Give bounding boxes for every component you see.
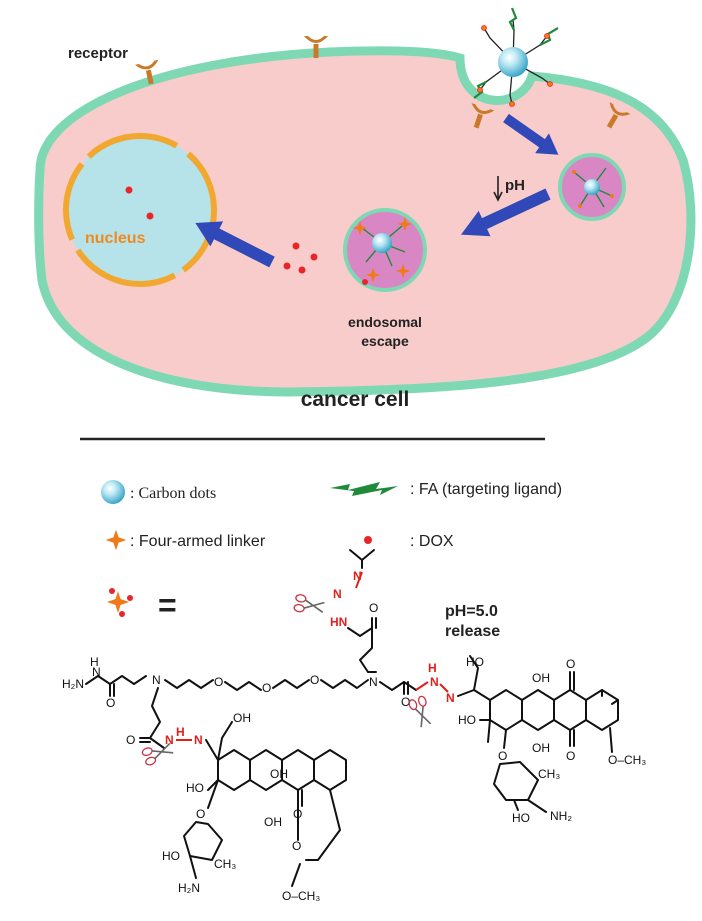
atom-oh: OH (532, 671, 550, 685)
atom-h: H (428, 661, 437, 675)
ph-label: pH (505, 177, 525, 194)
atom-oh: OH (233, 711, 251, 725)
atom-oh: OH (264, 815, 282, 829)
nucleus: nucleus (63, 133, 217, 287)
atom-o: O (566, 657, 575, 671)
atom-ch3: CH₃ (538, 767, 560, 781)
atom-h: H (176, 725, 185, 739)
atom-o: O (126, 733, 135, 747)
legend: : Carbon dots : FA (targeting ligand) : … (101, 480, 562, 551)
atom-h2n: H₂N (62, 677, 84, 691)
dox-icon (364, 536, 372, 544)
dox-dot (125, 186, 133, 194)
dox-dot (146, 212, 154, 220)
receptor-icon (304, 36, 328, 58)
atom-o: O (401, 695, 410, 709)
release-label: release (445, 623, 500, 640)
atom-o: O (310, 673, 319, 687)
atom-och3: O–CH₃ (608, 753, 646, 767)
receptor-icon (134, 59, 159, 85)
atom-n: N (353, 569, 362, 583)
atom-o: O (262, 681, 271, 695)
receptor-icon (471, 103, 495, 129)
endosome-large (343, 208, 427, 292)
atom-o: O (106, 696, 115, 710)
linker-with-dox-icon (107, 588, 133, 617)
atom-o: O (369, 601, 378, 615)
receptor-icon (606, 102, 631, 129)
legend-linker: : Four-armed linker (130, 533, 266, 550)
arrow-icon (460, 188, 551, 237)
atom-n: N (152, 673, 161, 687)
legend-carbon-dots: : Carbon dots (130, 485, 216, 502)
receptor-icons (134, 36, 631, 129)
atom-h2n: H₂N (178, 881, 200, 895)
released-dox (283, 242, 318, 274)
atom-ho: HO (512, 811, 530, 825)
atom-o: O (498, 749, 507, 763)
endosomal-label: endosomal (348, 314, 422, 330)
carbon-dot-icon (584, 179, 600, 195)
transport-arrows (195, 113, 559, 268)
atom-n: N (446, 691, 455, 705)
legend-fa: : FA (targeting ligand) (410, 481, 562, 498)
endosome-small (558, 153, 626, 221)
atom-o: O (196, 807, 205, 821)
nucleus-label: nucleus (85, 230, 146, 247)
atom-n: N (165, 733, 174, 747)
ph-release-label: pH=5.0 (445, 603, 498, 620)
receptor-label: receptor (68, 45, 128, 62)
arrow-icon (503, 113, 559, 155)
scissor-icon (292, 593, 326, 617)
cancer-cell-label: cancer cell (301, 388, 410, 411)
atom-ho: HO (162, 849, 180, 863)
nanoparticle (473, 7, 559, 107)
scissor-icon (407, 694, 435, 730)
atom-oh: OH (270, 767, 288, 781)
atom-h: H (90, 655, 99, 669)
atom-och3: O–CH₃ (282, 889, 320, 903)
atom-nh2: NH₂ (550, 809, 572, 823)
atom-n: N (430, 675, 439, 689)
atom-ho: HO (186, 781, 204, 795)
atom-n: N (92, 665, 101, 679)
atom-n: N (333, 587, 342, 601)
carbon-dot-icon (372, 233, 392, 253)
atom-n: N (194, 733, 203, 747)
atom-o: O (292, 839, 301, 853)
chemical-structure: N N HN O H₂N H N O N O O O N O H N N (62, 549, 646, 903)
atom-ch3: CH₃ (214, 857, 236, 871)
atom-n: N (369, 675, 378, 689)
atom-o: O (214, 675, 223, 689)
arrow-icon (195, 221, 275, 268)
atom-ho: HO (458, 713, 476, 727)
atom-oh: OH (532, 741, 550, 755)
equals-sign: = (158, 587, 177, 623)
atom-o: O (566, 749, 575, 763)
atom-hn: HN (330, 615, 347, 629)
nuclear-envelope (63, 133, 217, 287)
four-armed-linker-icon (105, 529, 127, 551)
escape-label: escape (361, 333, 409, 349)
fa-ligand-icon (330, 482, 398, 496)
carbon-dot-icon (101, 480, 125, 504)
carbon-dot-icon (498, 47, 528, 77)
legend-dox: : DOX (410, 533, 454, 550)
ph-indicator: pH (493, 176, 525, 202)
